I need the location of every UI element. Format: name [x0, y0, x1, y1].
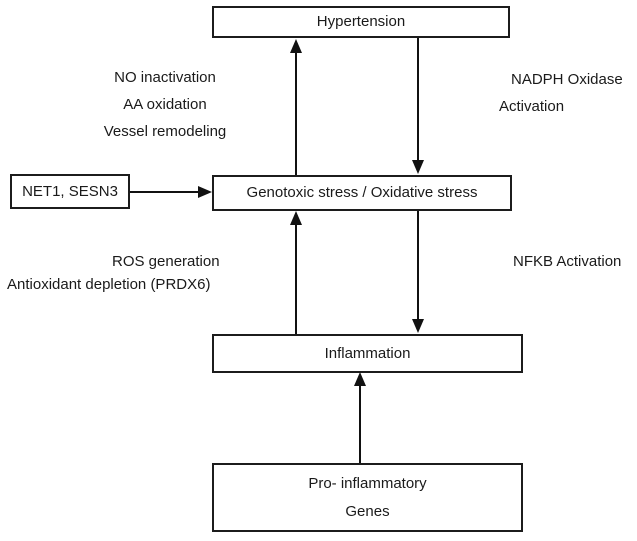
- arrow-down-head-genotoxic: [412, 160, 424, 174]
- inflammation-label: Inflammation: [324, 344, 411, 362]
- arrow-up-head-genotoxic: [290, 211, 302, 225]
- arrow-genotoxic-to-hypertension-line: [295, 46, 297, 175]
- net1-sesn3-label: NET1, SESN3: [22, 182, 118, 200]
- nadph-oxidase-annotation: NADPH Oxidase Activation: [499, 66, 634, 120]
- hypertension-box: Hypertension: [212, 6, 510, 38]
- upper-left-annotation: NO inactivation AA oxidation Vessel remo…: [85, 64, 245, 145]
- ros-generation-label: ROS generation: [112, 253, 220, 270]
- arrow-right-head-genotoxic: [198, 186, 212, 198]
- net1-sesn3-box: NET1, SESN3: [10, 174, 130, 209]
- arrow-inflammation-to-genotoxic-line: [295, 218, 297, 334]
- antioxidant-depletion-label: Antioxidant depletion (PRDX6): [7, 276, 211, 293]
- arrow-hypertension-to-genotoxic-line: [417, 38, 419, 162]
- arrow-up-head-inflammation: [354, 372, 366, 386]
- no-inactivation-label: NO inactivation: [114, 69, 216, 86]
- pro-inflammatory-genes-label-line1: Pro- inflammatory: [308, 474, 427, 492]
- arrow-net1-to-genotoxic-line: [130, 191, 200, 193]
- arrow-down-head-inflammation: [412, 319, 424, 333]
- arrow-genes-to-inflammation-line: [359, 379, 361, 463]
- inflammation-box: Inflammation: [212, 334, 523, 373]
- nfkb-activation-label: NFKB Activation: [513, 253, 622, 270]
- nadph-activation-label: Activation: [499, 98, 565, 115]
- genotoxic-oxidative-stress-box: Genotoxic stress / Oxidative stress: [212, 175, 512, 211]
- arrow-up-head-hypertension: [290, 39, 302, 53]
- aa-oxidation-label: AA oxidation: [123, 96, 207, 113]
- pro-inflammatory-genes-label-line2: Genes: [345, 502, 390, 520]
- hypertension-label: Hypertension: [316, 13, 406, 30]
- vessel-remodeling-label: Vessel remodeling: [103, 123, 227, 140]
- nadph-oxidase-label: NADPH Oxidase: [511, 71, 623, 88]
- genotoxic-oxidative-stress-label: Genotoxic stress / Oxidative stress: [246, 184, 478, 201]
- pro-inflammatory-genes-box: Pro- inflammatory Genes: [212, 463, 523, 532]
- arrow-genotoxic-to-inflammation-line: [417, 211, 419, 321]
